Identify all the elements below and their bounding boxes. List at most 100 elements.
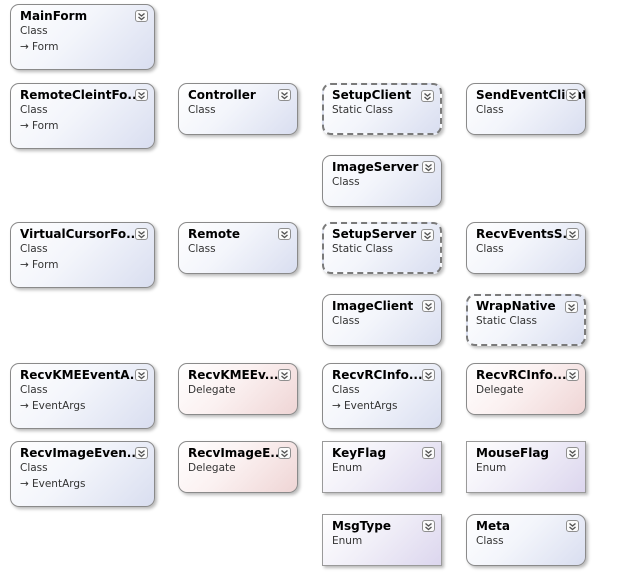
shape-name: RecvRCInfo... — [332, 368, 423, 382]
shape-name: Controller — [188, 88, 256, 102]
expand-chevron-icon[interactable] — [135, 10, 148, 22]
class-shape-delegate[interactable]: RecvRCInfo... Delegate — [466, 363, 586, 415]
expand-chevron-icon[interactable] — [422, 520, 435, 532]
base-type-label: EventArgs — [32, 400, 86, 412]
shape-name: MouseFlag — [476, 446, 550, 460]
inheritance-arrow-icon: → — [20, 259, 29, 271]
shape-base-type: →Form — [20, 118, 154, 134]
expand-chevron-icon[interactable] — [422, 161, 435, 173]
shape-kind: Delegate — [476, 384, 524, 396]
shape-name: ImageClient — [332, 299, 414, 313]
base-type-label: Form — [32, 41, 59, 53]
expand-chevron-icon[interactable] — [135, 89, 148, 101]
expand-chevron-icon[interactable] — [278, 228, 291, 240]
class-shape-class[interactable]: RemoteCleintFo... Class →Form — [10, 83, 155, 149]
shape-kind: Class — [188, 243, 216, 255]
shape-kind: Class — [20, 462, 48, 474]
shape-name: MsgType — [332, 519, 391, 533]
expand-chevron-icon[interactable] — [278, 89, 291, 101]
expand-chevron-icon[interactable] — [565, 301, 578, 313]
base-type-label: EventArgs — [32, 478, 86, 490]
expand-chevron-icon[interactable] — [422, 447, 435, 459]
shape-name: SetupServer — [332, 227, 417, 241]
class-shape-class[interactable]: RecvKMEEventA...Class→EventArgs — [10, 363, 155, 429]
expand-chevron-icon[interactable] — [422, 300, 435, 312]
shape-name: Remote — [188, 227, 241, 241]
shape-name: KeyFlag — [332, 446, 387, 460]
shape-name: RecvRCInfo... — [476, 368, 567, 382]
shape-base-type: →EventArgs — [20, 476, 154, 492]
class-shape-delegate[interactable]: RecvImageE...Delegate — [178, 441, 298, 493]
expand-chevron-icon[interactable] — [135, 228, 148, 240]
shape-kind: Class — [332, 176, 360, 188]
inheritance-arrow-icon: → — [20, 41, 29, 53]
base-type-label: Form — [32, 259, 59, 271]
inheritance-arrow-icon: → — [20, 400, 29, 412]
shape-name: ImageServer — [332, 160, 419, 174]
base-type-label: EventArgs — [344, 400, 398, 412]
shape-name: RecvKMEEventA... — [20, 368, 144, 382]
expand-chevron-icon[interactable] — [566, 228, 579, 240]
shape-kind: Class — [476, 104, 504, 116]
shape-kind: Class — [476, 535, 504, 547]
shape-name: Meta — [476, 519, 510, 533]
expand-chevron-icon[interactable] — [566, 447, 579, 459]
shape-base-type: →EventArgs — [20, 398, 154, 414]
class-shape-class[interactable]: RecvEventsS... Class — [466, 222, 586, 274]
base-type-label: Form — [32, 120, 59, 132]
shape-kind: Class — [476, 243, 504, 255]
shape-name: RemoteCleintFo... — [20, 88, 142, 102]
shape-kind: Class — [188, 104, 216, 116]
shape-name: VirtualCursorFo... — [20, 227, 140, 241]
expand-chevron-icon[interactable] — [278, 369, 291, 381]
shape-name: RecvImageE... — [188, 446, 284, 460]
inheritance-arrow-icon: → — [332, 400, 341, 412]
expand-chevron-icon[interactable] — [566, 369, 579, 381]
shape-name: RecvKMEEv... — [188, 368, 279, 382]
class-shape-class[interactable]: RecvRCInfo... Class →EventArgs — [322, 363, 442, 429]
expand-chevron-icon[interactable] — [135, 447, 148, 459]
shape-name: SetupClient — [332, 88, 412, 102]
expand-chevron-icon[interactable] — [421, 90, 434, 102]
shape-kind: Static Class — [476, 315, 537, 327]
class-shape-class[interactable]: RecvImageEven... Class →EventArgs — [10, 441, 155, 507]
shape-kind: Enum — [332, 535, 363, 547]
shape-name: RecvImageEven... — [20, 446, 141, 460]
expand-chevron-icon[interactable] — [566, 89, 579, 101]
shape-kind: Delegate — [188, 384, 236, 396]
expand-chevron-icon[interactable] — [135, 369, 148, 381]
shape-kind: Class — [332, 315, 360, 327]
expand-chevron-icon[interactable] — [278, 447, 291, 459]
shape-kind: Static Class — [332, 104, 393, 116]
expand-chevron-icon[interactable] — [421, 229, 434, 241]
shape-base-type: →EventArgs — [332, 398, 441, 414]
shape-name: MainForm — [20, 9, 88, 23]
shape-kind: Static Class — [332, 243, 393, 255]
shape-base-type: →Form — [20, 257, 154, 273]
class-shape-class[interactable]: VirtualCursorFo... Class →Form — [10, 222, 155, 288]
shape-name: RecvEventsS... — [476, 227, 577, 241]
inheritance-arrow-icon: → — [20, 478, 29, 490]
class-shape-delegate[interactable]: RecvKMEEv... Delegate — [178, 363, 298, 415]
expand-chevron-icon[interactable] — [422, 369, 435, 381]
shape-kind: Class — [332, 384, 360, 396]
expand-chevron-icon[interactable] — [566, 520, 579, 532]
shape-kind: Enum — [476, 462, 507, 474]
shape-kind: Class — [20, 104, 48, 116]
shape-kind: Enum — [332, 462, 363, 474]
shape-kind: Class — [20, 243, 48, 255]
